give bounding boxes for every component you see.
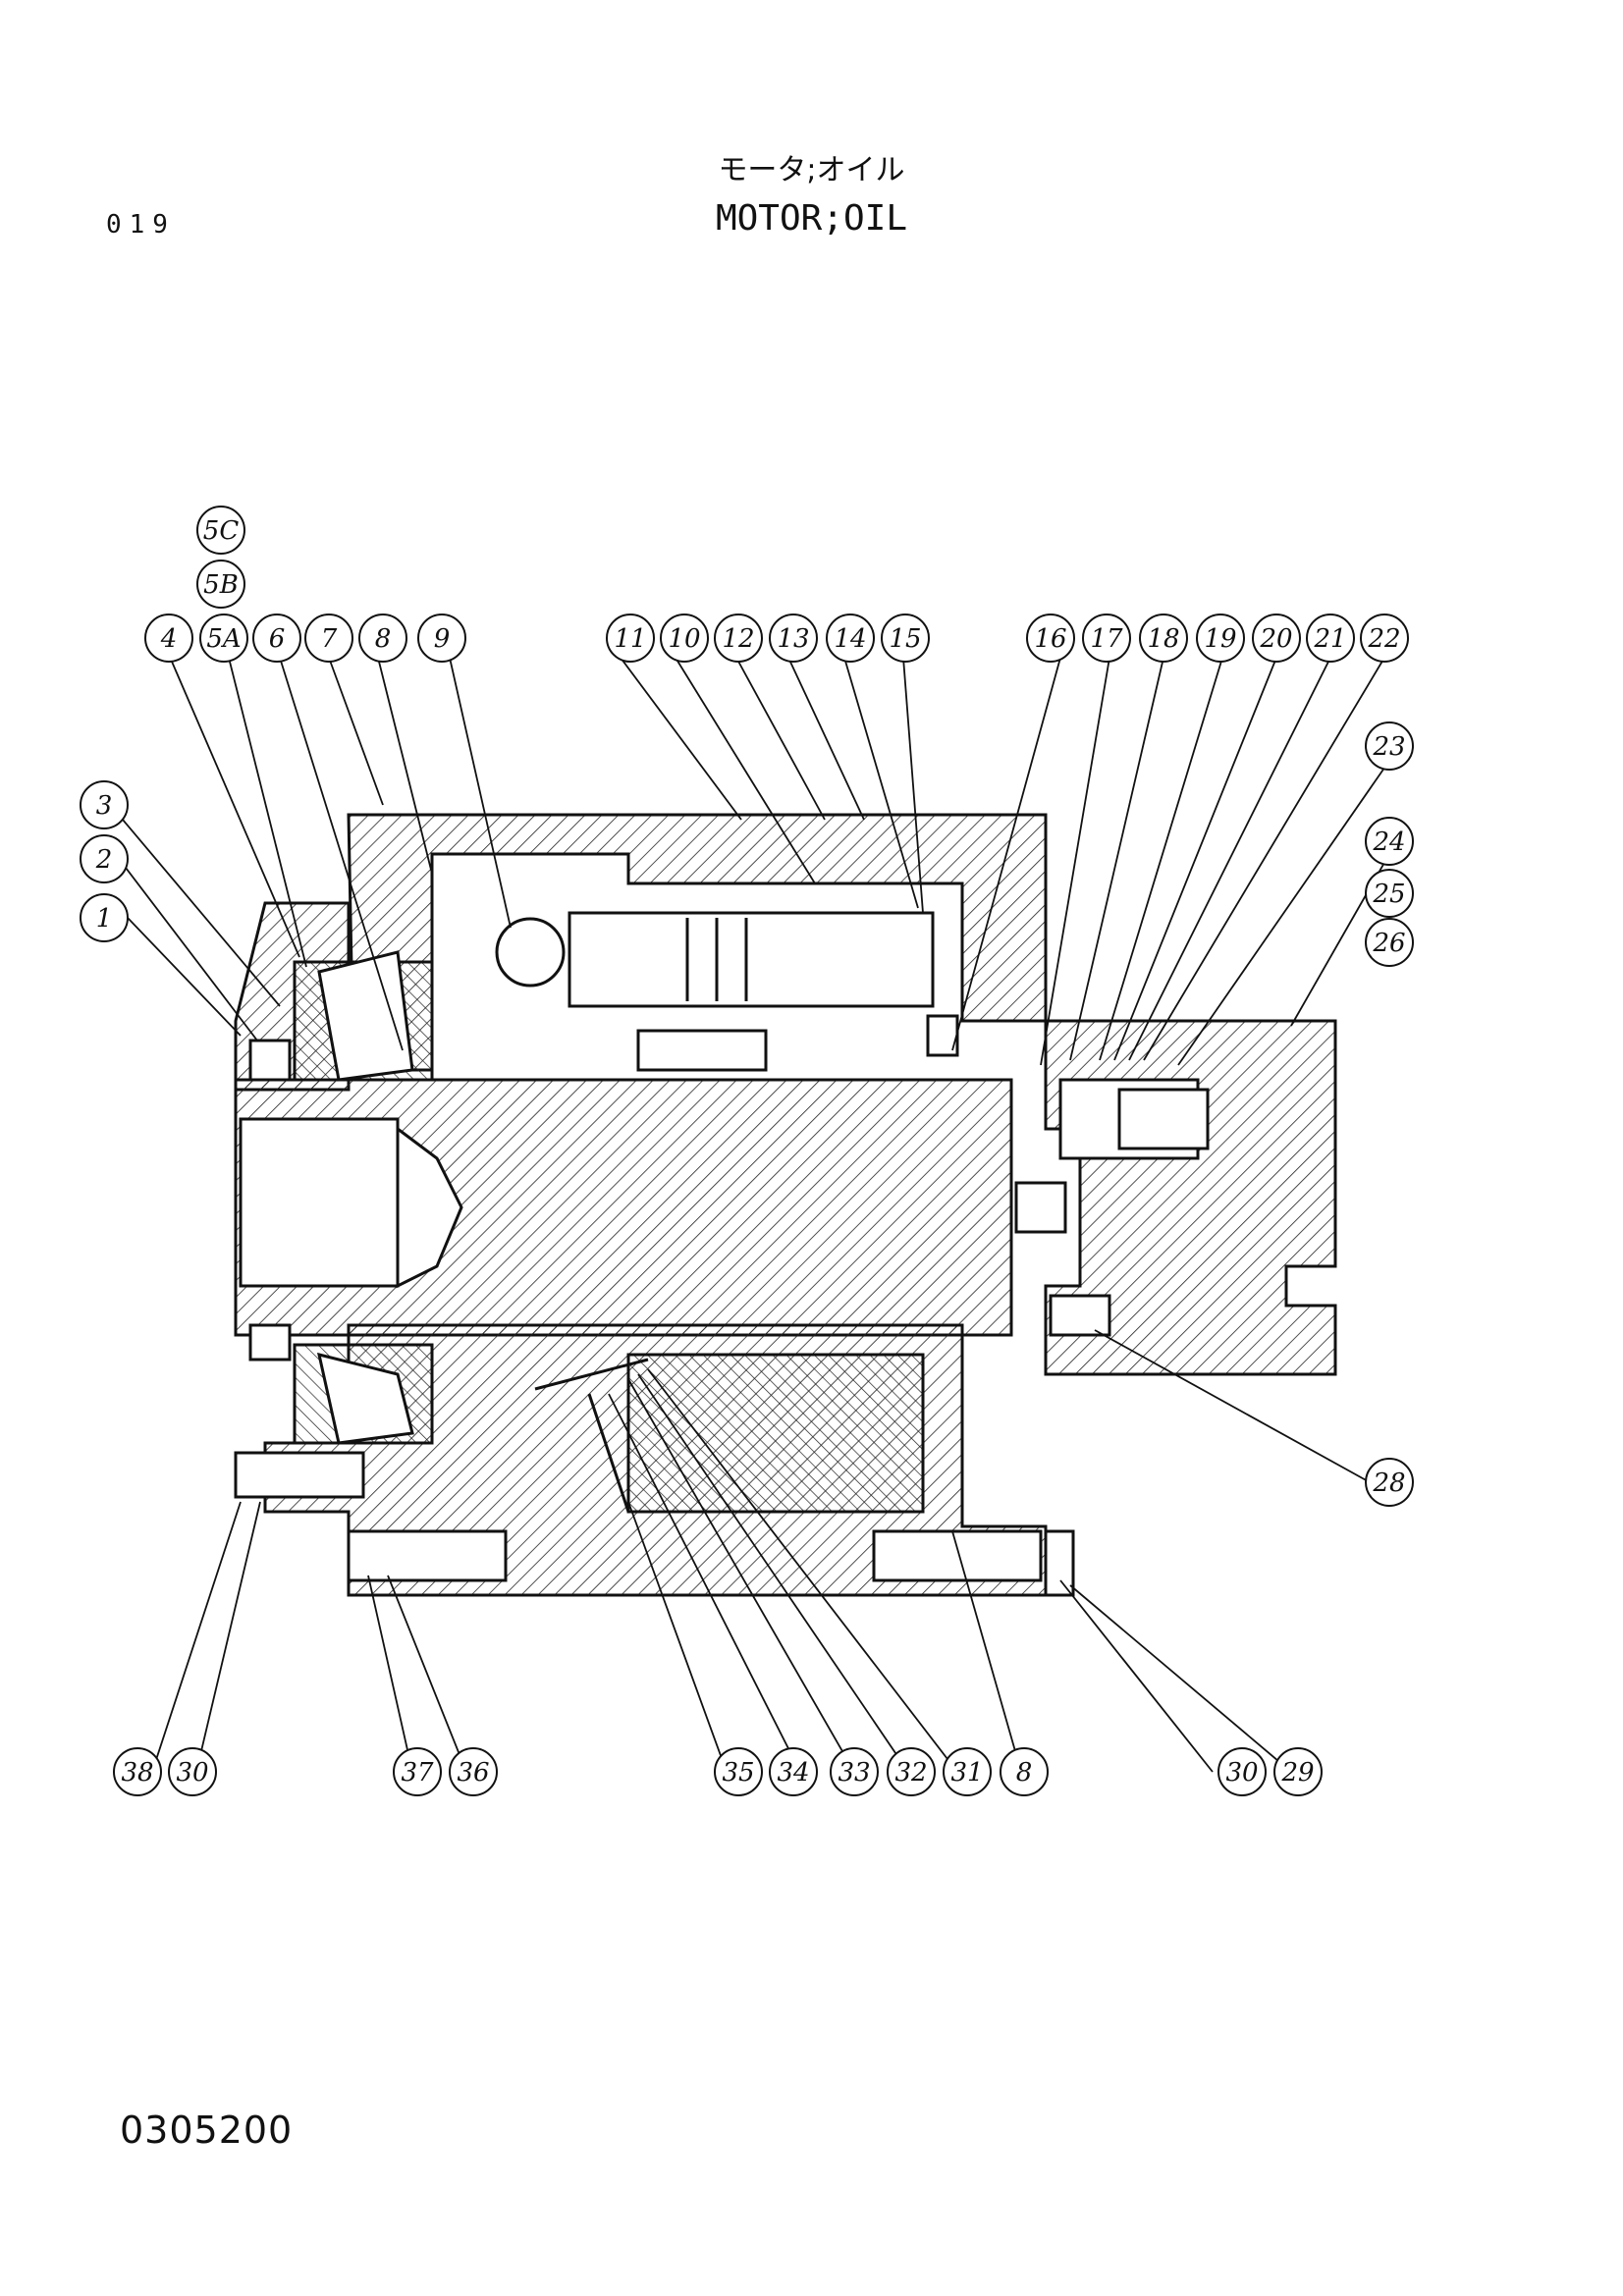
svg-text:5A: 5A (206, 624, 241, 654)
callout-29: 29 (1273, 1747, 1323, 1796)
drawing-number: 0305200 (120, 2109, 294, 2152)
svg-text:13: 13 (777, 624, 809, 654)
svg-text:20: 20 (1259, 624, 1292, 654)
svg-text:15: 15 (889, 624, 921, 654)
callout-37: 37 (393, 1747, 442, 1796)
svg-text:8: 8 (375, 624, 392, 654)
svg-text:4: 4 (160, 624, 178, 654)
callout-28: 28 (1365, 1458, 1414, 1507)
callout-26: 26 (1365, 918, 1414, 967)
callout-17: 17 (1082, 614, 1131, 663)
callout-9: 9 (417, 614, 466, 663)
callout-12: 12 (714, 614, 763, 663)
callout-33: 33 (830, 1747, 879, 1796)
callout-6: 6 (252, 614, 301, 663)
svg-text:7: 7 (321, 624, 338, 654)
callout-3: 3 (80, 780, 129, 829)
callout-15: 15 (881, 614, 930, 663)
callout-5c: 5C (196, 506, 245, 555)
callout-21: 21 (1306, 614, 1355, 663)
svg-text:30: 30 (1225, 1758, 1258, 1788)
svg-text:32: 32 (894, 1758, 927, 1788)
svg-text:35: 35 (722, 1758, 754, 1788)
svg-text:19: 19 (1204, 624, 1236, 654)
callout-31: 31 (943, 1747, 992, 1796)
callout-8-bottom: 8 (1000, 1747, 1049, 1796)
callout-20: 20 (1252, 614, 1301, 663)
callout-11: 11 (606, 614, 655, 663)
svg-text:12: 12 (722, 624, 754, 654)
svg-text:18: 18 (1147, 624, 1179, 654)
svg-text:14: 14 (834, 624, 866, 654)
svg-text:22: 22 (1367, 624, 1400, 654)
callout-10: 10 (660, 614, 709, 663)
svg-text:28: 28 (1372, 1468, 1405, 1498)
svg-text:6: 6 (269, 624, 286, 654)
callout-23: 23 (1365, 721, 1414, 771)
callout-8-top: 8 (358, 614, 407, 663)
callout-14: 14 (826, 614, 875, 663)
svg-text:34: 34 (777, 1758, 809, 1788)
svg-text:10: 10 (668, 624, 700, 654)
svg-text:8: 8 (1016, 1758, 1033, 1788)
svg-text:11: 11 (614, 624, 646, 654)
svg-text:26: 26 (1372, 929, 1405, 958)
svg-text:38: 38 (121, 1758, 153, 1788)
svg-text:5C: 5C (203, 516, 240, 546)
callout-35: 35 (714, 1747, 763, 1796)
svg-text:1: 1 (96, 904, 113, 934)
callout-5b: 5B (196, 560, 245, 609)
svg-text:3: 3 (96, 791, 113, 821)
title-japanese: モータ;オイル (718, 153, 905, 187)
callout-19: 19 (1196, 614, 1245, 663)
callout-22: 22 (1360, 614, 1409, 663)
svg-text:25: 25 (1372, 880, 1405, 909)
callout-30-right: 30 (1217, 1747, 1267, 1796)
svg-text:17: 17 (1090, 624, 1123, 654)
callout-38: 38 (113, 1747, 162, 1796)
callout-30-left: 30 (168, 1747, 217, 1796)
internal-components (234, 911, 1210, 1597)
svg-text:9: 9 (434, 624, 451, 654)
callout-2: 2 (80, 834, 129, 883)
callout-18: 18 (1139, 614, 1188, 663)
svg-text:23: 23 (1372, 732, 1405, 762)
callout-7: 7 (304, 614, 353, 663)
leader-lines (122, 654, 1390, 1773)
title-english: MOTOR;OIL (715, 198, 908, 239)
callouts: 5C 5B 4 5A 6 7 8 9 11 10 12 13 14 15 16 … (80, 506, 1414, 1796)
svg-text:31: 31 (950, 1758, 983, 1788)
callout-24: 24 (1365, 817, 1414, 866)
callout-34: 34 (769, 1747, 818, 1796)
callout-1: 1 (80, 893, 129, 942)
svg-text:5B: 5B (203, 570, 239, 600)
callout-4: 4 (144, 614, 193, 663)
callout-25: 25 (1365, 869, 1414, 918)
callout-16: 16 (1026, 614, 1075, 663)
svg-text:33: 33 (838, 1758, 870, 1788)
page-number: 019 (106, 210, 176, 240)
callout-36: 36 (449, 1747, 498, 1796)
svg-text:30: 30 (176, 1758, 208, 1788)
callout-5a: 5A (199, 614, 248, 663)
svg-text:2: 2 (95, 845, 113, 875)
svg-text:24: 24 (1372, 828, 1405, 857)
callout-32: 32 (887, 1747, 936, 1796)
svg-text:16: 16 (1034, 624, 1066, 654)
svg-text:21: 21 (1313, 624, 1346, 654)
svg-text:36: 36 (457, 1758, 489, 1788)
callout-13: 13 (769, 614, 818, 663)
svg-text:29: 29 (1280, 1758, 1314, 1788)
svg-text:37: 37 (401, 1758, 434, 1788)
